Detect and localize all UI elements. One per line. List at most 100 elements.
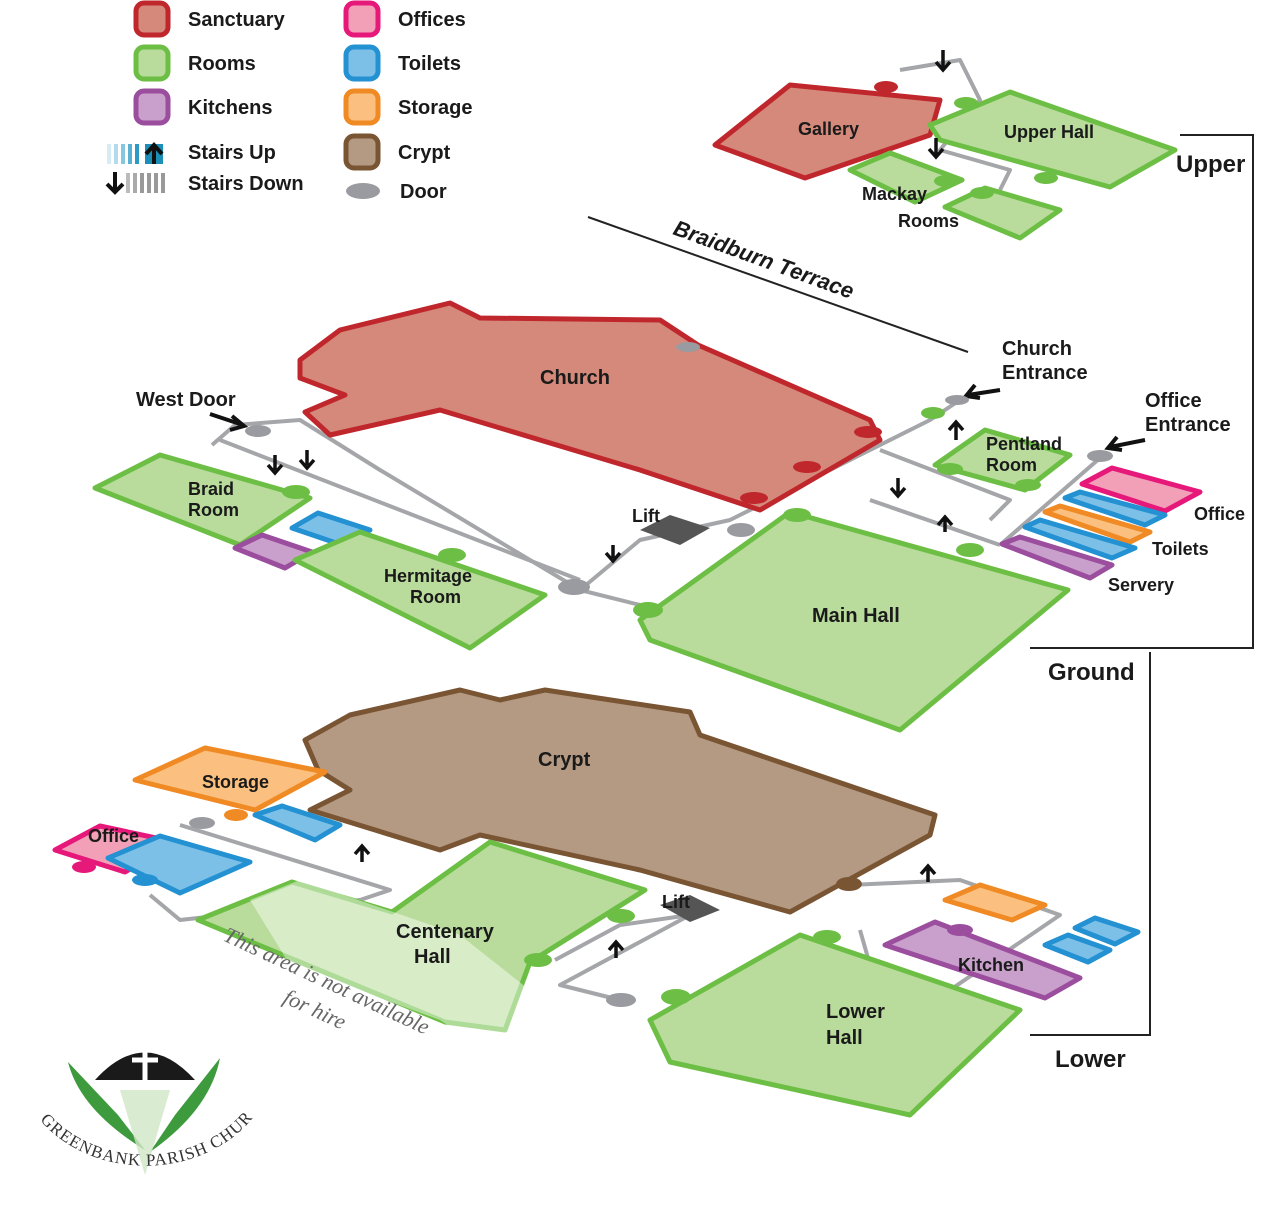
door[interactable] <box>727 523 755 537</box>
upper-floor: Gallery Upper Hall Mackay Rooms <box>712 50 1178 241</box>
label-office-lower: Office <box>88 826 139 846</box>
door[interactable] <box>740 492 768 504</box>
label-church-entrance-1: Church <box>1002 338 1072 360</box>
door[interactable] <box>836 877 862 891</box>
toilet-lower-east[interactable] <box>1042 932 1113 965</box>
door[interactable] <box>874 81 898 93</box>
door[interactable] <box>1015 479 1041 491</box>
room-storage-lower[interactable] <box>132 745 328 813</box>
door[interactable] <box>189 817 215 829</box>
label-office-ground: Office <box>1194 504 1245 524</box>
door[interactable] <box>607 909 635 923</box>
legend-swatch-sanctuary <box>133 0 171 38</box>
street-label: Braidburn Terrace <box>670 215 857 303</box>
room-pentland[interactable] <box>932 427 1073 493</box>
door[interactable] <box>606 993 636 1007</box>
door[interactable] <box>783 508 811 522</box>
label-pentland-2: Room <box>986 455 1037 475</box>
label-lower-hall-2: Hall <box>826 1027 863 1049</box>
room-gallery[interactable] <box>712 82 943 181</box>
room-church[interactable] <box>297 300 883 513</box>
door[interactable] <box>970 187 994 199</box>
door[interactable] <box>633 602 663 618</box>
room-braid[interactable] <box>92 452 313 548</box>
door[interactable] <box>934 175 958 187</box>
label-pentland-1: Pentland <box>986 434 1062 454</box>
room-mackay-2[interactable] <box>942 185 1063 241</box>
room-kitchen-lower[interactable] <box>882 919 1083 1001</box>
label-lift-ground: Lift <box>632 506 660 526</box>
label-lower-hall-1: Lower <box>826 1001 885 1023</box>
door[interactable] <box>524 953 552 967</box>
toilet-strip[interactable] <box>1062 489 1168 528</box>
level-label-lower: Lower <box>1055 1046 1126 1073</box>
label-west-door: West Door <box>136 389 236 411</box>
toilet-strip[interactable] <box>1022 517 1138 561</box>
label-kitchen-lower: Kitchen <box>958 955 1024 975</box>
legend-label-offices: Offices <box>398 9 466 31</box>
door[interactable] <box>813 930 841 944</box>
storage-strip[interactable] <box>1042 503 1153 545</box>
lift-ground[interactable] <box>640 515 710 545</box>
legend-label-sanctuary: Sanctuary <box>188 9 286 31</box>
door[interactable] <box>1034 172 1058 184</box>
door[interactable] <box>245 425 271 437</box>
legend-swatch-toilets <box>343 44 381 82</box>
room-servery[interactable] <box>999 534 1115 581</box>
label-crypt: Crypt <box>538 749 591 771</box>
stairs-up-icon <box>936 419 965 532</box>
level-brackets: Upper Ground Lower <box>1030 134 1254 1073</box>
legend-swatch-storage <box>343 88 381 126</box>
legend-label-stairs-down: Stairs Down <box>188 173 304 195</box>
door[interactable] <box>661 989 691 1005</box>
storage-lower-east[interactable] <box>942 882 1048 923</box>
door[interactable] <box>438 548 466 562</box>
label-braid-1: Braid <box>188 479 234 499</box>
entrance-arrow-icon <box>209 412 249 432</box>
toilets-lower-west[interactable] <box>252 803 343 843</box>
door[interactable] <box>945 395 969 405</box>
toilet-lower-east[interactable] <box>1072 915 1141 947</box>
label-gallery: Gallery <box>798 119 859 139</box>
stairs-up-icon <box>353 843 937 958</box>
room-crypt[interactable] <box>302 687 938 915</box>
room-hermitage[interactable] <box>292 529 548 651</box>
label-hermitage-2: Room <box>410 587 461 607</box>
door[interactable] <box>72 861 96 873</box>
door[interactable] <box>558 579 590 595</box>
lower-floor: Crypt Storage Office Centenary Hall This… <box>52 687 1141 1118</box>
door[interactable] <box>793 461 821 473</box>
door[interactable] <box>224 809 248 821</box>
room-office-ground[interactable] <box>1079 465 1203 514</box>
stairs-up-icon <box>107 141 164 164</box>
door[interactable] <box>282 485 310 499</box>
room-lower-hall[interactable] <box>647 932 1023 1118</box>
door[interactable] <box>921 407 945 419</box>
door[interactable] <box>937 463 963 475</box>
label-office-entrance-2: Entrance <box>1145 414 1231 436</box>
legend-swatch-crypt <box>343 133 381 171</box>
door[interactable] <box>854 426 882 438</box>
room-main-hall[interactable] <box>637 509 1071 733</box>
door[interactable] <box>1087 450 1113 462</box>
legend-label-stairs-up: Stairs Up <box>188 142 276 164</box>
room-mackay-1[interactable] <box>847 150 965 205</box>
label-mackay-2: Rooms <box>898 211 959 231</box>
label-office-entrance-1: Office <box>1145 390 1202 412</box>
room-upper-hall[interactable] <box>927 89 1178 190</box>
legend-swatch-offices <box>343 0 381 38</box>
label-centenary-2: Hall <box>414 946 451 968</box>
door[interactable] <box>947 924 973 936</box>
door[interactable] <box>676 342 700 352</box>
room-centenary-hall[interactable] <box>195 839 648 1033</box>
legend-label-door: Door <box>400 181 447 203</box>
lift-lower[interactable] <box>660 895 720 922</box>
door[interactable] <box>132 874 158 886</box>
entrance-arrow-icon <box>1104 435 1146 452</box>
level-label-upper: Upper <box>1176 151 1245 178</box>
stairs-down-icon <box>266 450 907 564</box>
door[interactable] <box>956 543 984 557</box>
legend-label-rooms: Rooms <box>188 53 256 75</box>
door[interactable] <box>954 97 978 109</box>
